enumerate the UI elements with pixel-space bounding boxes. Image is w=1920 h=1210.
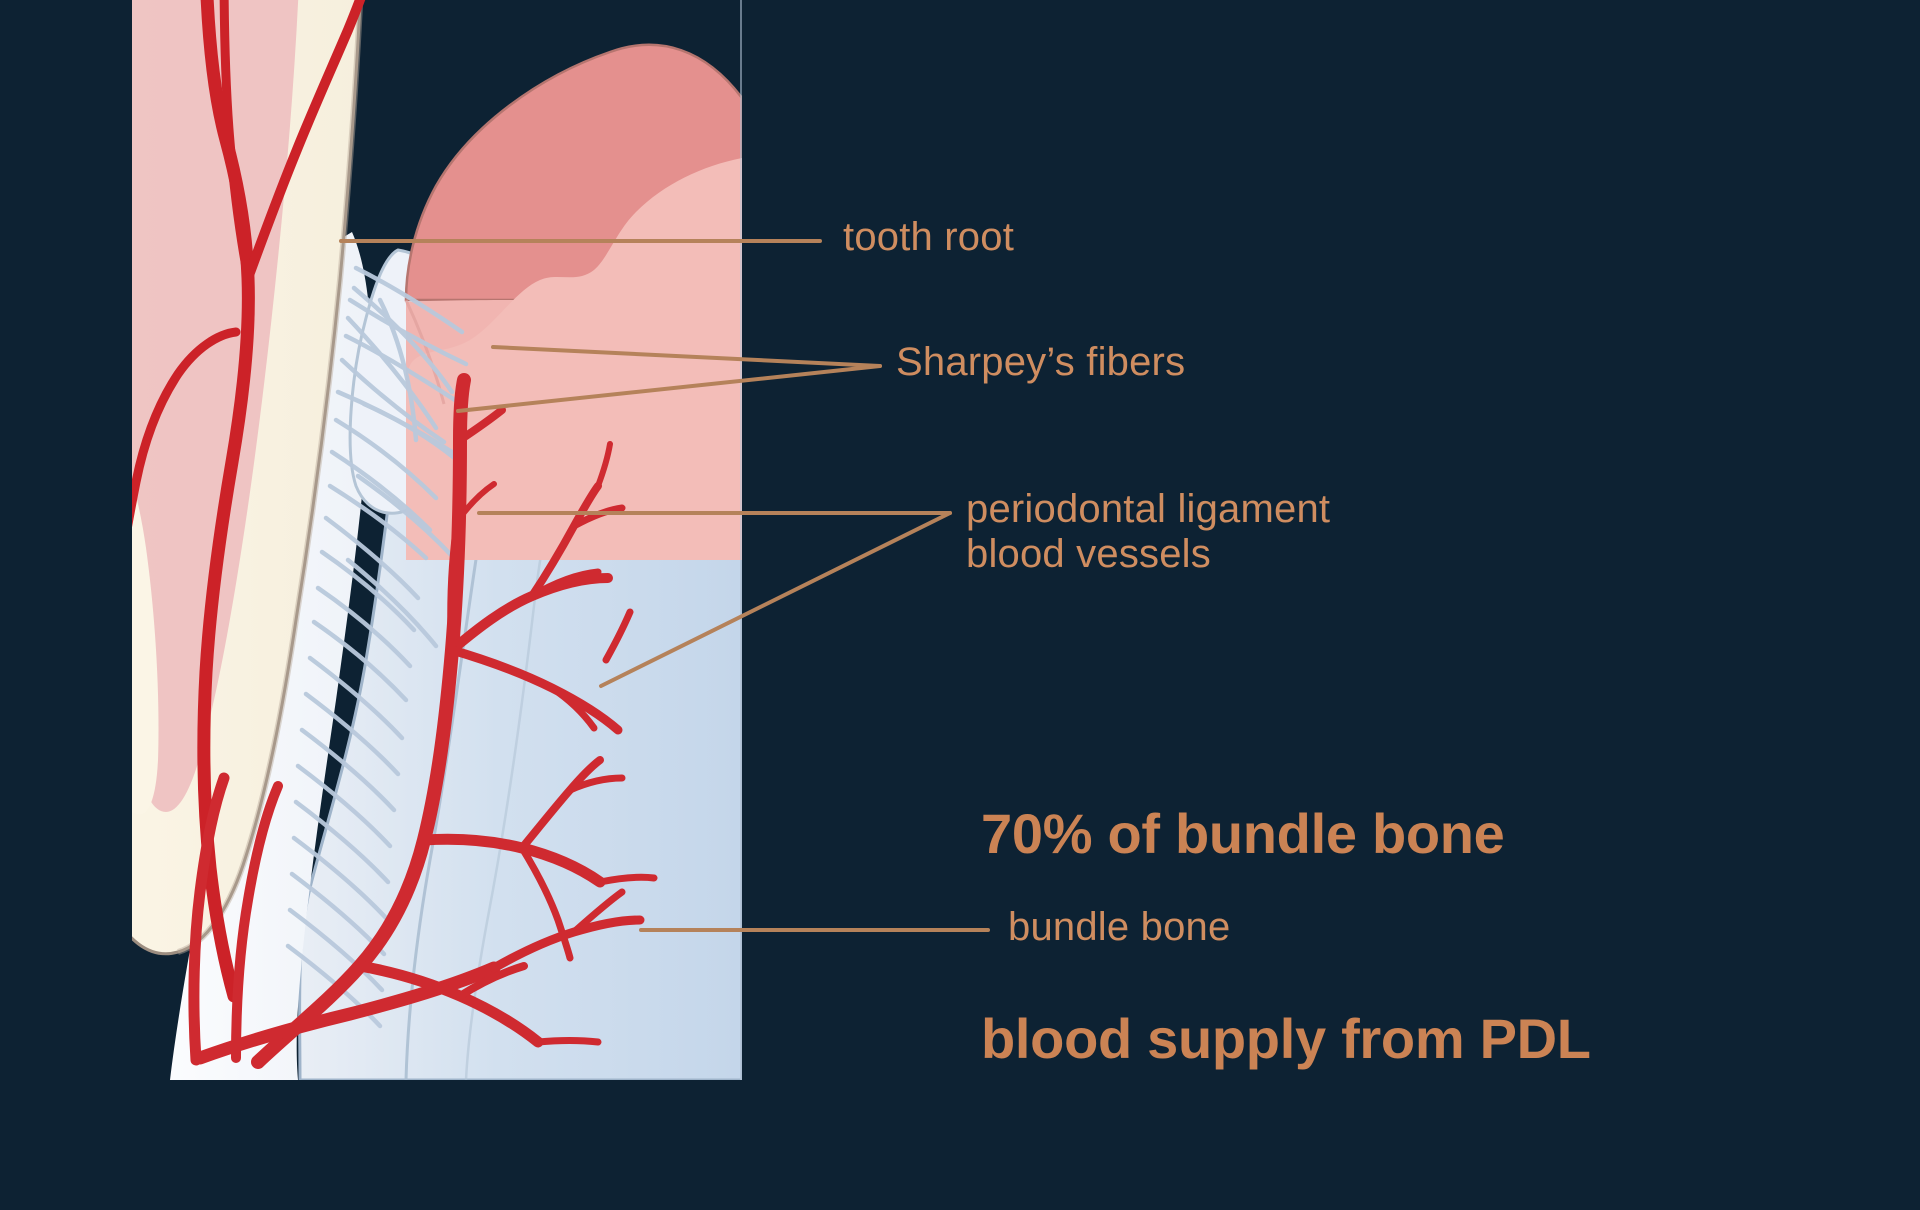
sharpeys-fibers <box>285 265 469 1029</box>
leader-line-sharpeys-fibers-0 <box>491 345 882 368</box>
gingiva-inner-margin <box>406 158 742 560</box>
headline-line-1: 70% of bundle bone <box>981 801 1505 865</box>
label-line: periodontal ligament <box>966 487 1331 531</box>
panel-right-edge <box>740 0 742 1080</box>
diagram-canvas: tooth root Sharpey’s fibers periodontal … <box>132 0 1591 1080</box>
headline-statistic: 70% of bundle bone blood supply from PDL <box>981 663 1591 1210</box>
label-sharpeys-fibers: Sharpey’s fibers <box>896 340 1186 384</box>
leader-line-sharpeys-fibers-1 <box>456 364 882 413</box>
leader-lines <box>339 239 990 932</box>
label-line: blood vessels <box>966 531 1211 576</box>
cementum-layer <box>177 0 364 955</box>
label-bundle-bone: bundle bone <box>1008 905 1231 949</box>
anatomy-illustration <box>132 0 990 1080</box>
label-tooth-root: tooth root <box>843 215 1015 259</box>
pulp-horn-left <box>132 480 159 815</box>
pulp-chamber <box>132 0 299 812</box>
leader-line-periodontal-ligament-blood-vessels-1 <box>599 511 952 688</box>
headline-line-2: blood supply from PDL <box>981 1006 1591 1070</box>
periodontal-ligament-blood-vessels <box>188 373 658 1069</box>
